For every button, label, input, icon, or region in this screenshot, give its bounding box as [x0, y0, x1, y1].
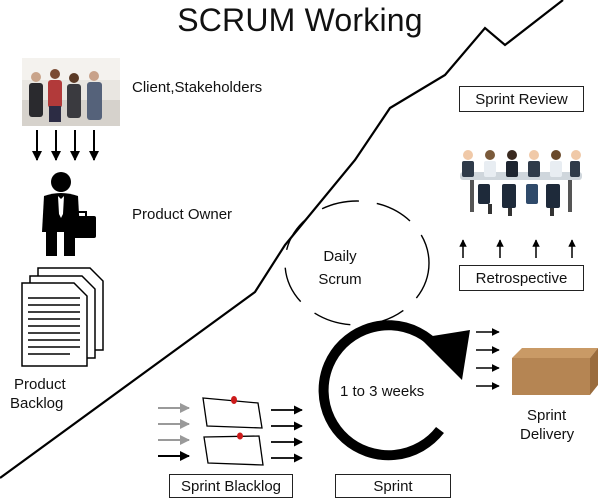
- product-owner-icon: [42, 172, 96, 256]
- daily-scrum-label-line2: Scrum: [318, 271, 362, 288]
- client-stakeholders-photo: [22, 58, 120, 126]
- sprint-delivery-label-line2: Delivery: [520, 426, 575, 443]
- sprint-backlog-output-arrows: [271, 405, 303, 463]
- client-arrows: [32, 130, 99, 161]
- sprint-delivery-label-line1: Sprint: [527, 407, 567, 424]
- sprint-backlog-box: Sprint Blacklog: [169, 474, 293, 498]
- delivery-arrows: [476, 328, 500, 390]
- product-backlog-icon: [21, 267, 104, 367]
- product-backlog-label-line1: Product: [14, 376, 66, 393]
- retrospective-box: Retrospective: [459, 265, 584, 291]
- sprint-cycle-arrow: [318, 320, 470, 461]
- progress-zigzag-line: [0, 0, 564, 479]
- retrospective-arrows: [459, 239, 576, 258]
- sprint-review-meeting-icon: [460, 150, 582, 216]
- sprint-box: Sprint: [335, 474, 451, 498]
- product-backlog-label-line2: Backlog: [10, 395, 64, 412]
- daily-scrum-label-line1: Daily: [323, 248, 357, 265]
- sprint-backlog-notes: [202, 396, 264, 466]
- delivery-box-icon: [512, 348, 598, 395]
- sprint-backlog-input-arrows: [158, 403, 190, 461]
- product-owner-label: Product Owner: [132, 206, 233, 223]
- diagram-title: SCRUM Working: [177, 2, 423, 38]
- client-stakeholders-label: Client,Stakeholders: [132, 79, 263, 96]
- daily-scrum-cycle: [284, 200, 430, 326]
- cycle-duration-label: 1 to 3 weeks: [340, 383, 425, 400]
- sprint-review-box: Sprint Review: [459, 86, 584, 112]
